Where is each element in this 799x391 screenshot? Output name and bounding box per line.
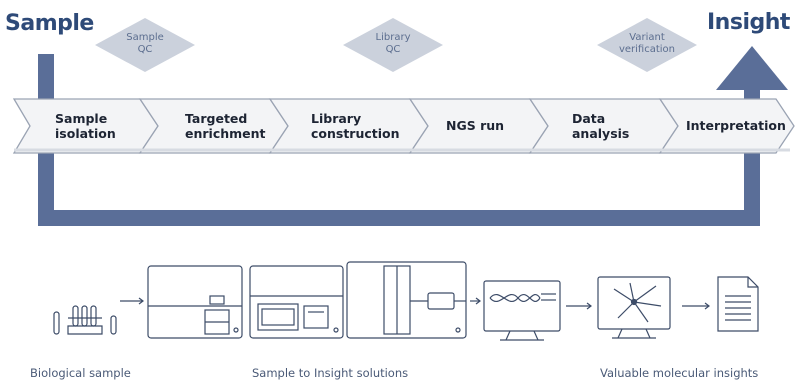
step-label-interpretation: Interpretation: [686, 118, 786, 133]
bottom-frame-bar: [38, 210, 760, 226]
step-label-line: Data: [572, 111, 606, 126]
chevron-interpretation: [658, 98, 795, 154]
caption-sample-to-insight: Sample to Insight solutions: [252, 366, 409, 380]
qc-diamond-sample: [95, 18, 195, 72]
qc-label-line: verification: [618, 44, 676, 55]
insight-title: Insight: [707, 10, 790, 35]
qc-label-line: Sample: [126, 32, 164, 43]
up-arrow-icon: [716, 46, 788, 90]
step-label-ngs-run: NGS run: [446, 118, 504, 133]
sample-title: Sample: [5, 11, 94, 36]
qc-label-sample: Sample QC: [100, 32, 190, 56]
arrow-right-icon: [470, 297, 481, 305]
step-label-line: Interpretation: [686, 118, 786, 133]
qc-label-line: QC: [137, 44, 153, 55]
dna-monitor-icon: [483, 280, 561, 341]
network-monitor-icon: [597, 276, 671, 339]
extraction-instrument-icon: [147, 265, 243, 339]
qc-diamonds: [95, 18, 697, 72]
sequencer-icon: [346, 261, 467, 339]
step-label-targeted-enrichment: Targeted enrichment: [185, 111, 266, 141]
caption-molecular-insights: Valuable molecular insights: [600, 366, 759, 380]
qc-label-variant: Variant verification: [602, 32, 692, 56]
step-label-line: analysis: [572, 126, 630, 141]
arrow-right-icon: [566, 302, 592, 310]
liquid-handler-icon: [249, 265, 344, 339]
qc-label-line: Library: [375, 32, 411, 43]
arrow-right-icon: [120, 297, 144, 305]
qc-diamond-library: [343, 18, 443, 72]
step-label-line: Library: [311, 111, 362, 126]
step-label-line: construction: [311, 126, 400, 141]
qc-label-line: QC: [385, 44, 401, 55]
step-label-line: enrichment: [185, 126, 266, 141]
instrument-row: [53, 261, 759, 341]
step-label-data-analysis: Data analysis: [572, 111, 629, 141]
test-tubes-icon: [53, 305, 117, 335]
step-label-line: isolation: [55, 126, 116, 141]
step-label-library-construction: Library construction: [311, 111, 400, 141]
caption-biological-sample: Biological sample: [30, 366, 131, 380]
arrow-right-icon: [682, 302, 710, 310]
step-label-line: NGS run: [446, 118, 505, 133]
step-label-line: Sample: [55, 111, 108, 126]
report-document-icon: [717, 276, 759, 332]
step-label-line: Targeted: [185, 111, 248, 126]
qc-diamond-variant: [597, 18, 697, 72]
chevron-band: [12, 98, 795, 154]
step-label-sample-isolation: Sample isolation: [55, 111, 116, 141]
qc-label-line: Variant: [629, 32, 665, 43]
qc-label-library: Library QC: [348, 32, 438, 56]
